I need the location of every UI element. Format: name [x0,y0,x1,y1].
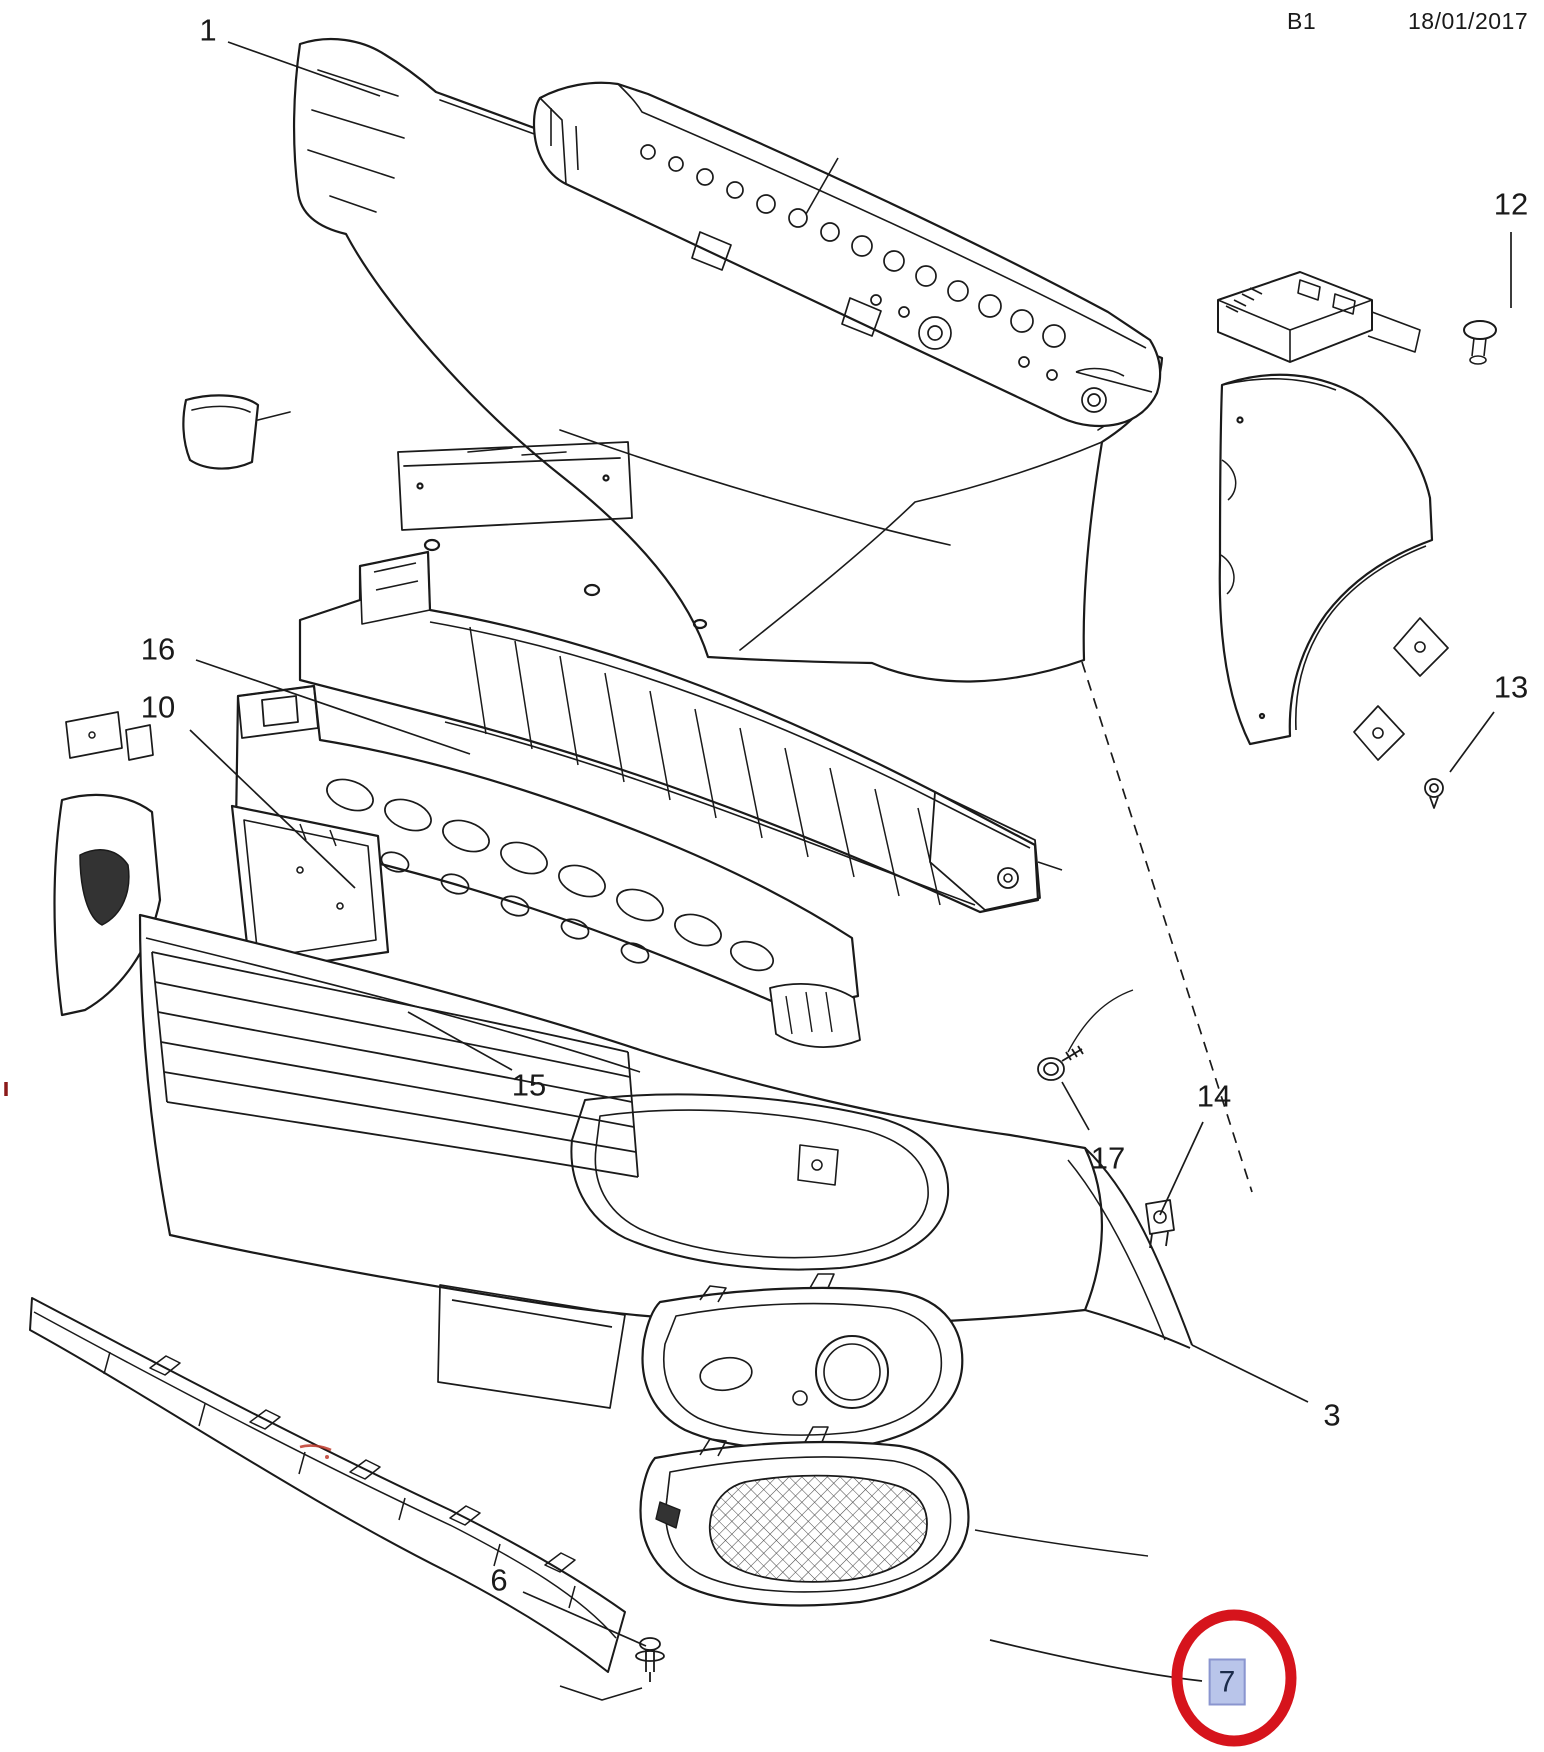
revision-date: 18/01/2017 [1408,8,1529,34]
red-annotation-marks [4,1082,332,1459]
part-label-15[interactable]: 15 [511,1067,547,1103]
part-label-1[interactable]: 1 [199,12,217,48]
sheet-code: B1 [1287,8,1317,34]
lower-trim-strip [29,1297,643,1701]
highlight-circle [1171,1609,1297,1747]
bolt-17 [1037,989,1134,1081]
lower-beam-16 [298,550,1063,914]
part-label-12[interactable]: 12 [1493,186,1529,222]
part-label-14[interactable]: 14 [1196,1078,1232,1114]
cover-plate-15 [230,804,390,974]
lower-fascia-grille [53,711,1193,1557]
screw-13 [1424,778,1444,809]
part-label-3[interactable]: 3 [1323,1397,1341,1433]
fender-panel [1218,373,1449,761]
push-pin-rivet [635,1637,665,1682]
fog-bezel-lower-part7 [639,1426,970,1607]
bumper-fascia-upper [182,38,1164,683]
part-label-6[interactable]: 6 [490,1562,508,1598]
part-label-7-highlighted[interactable]: 7 [1208,1658,1246,1706]
impact-bar [532,81,1162,428]
fog-bezel-upper [641,1273,964,1451]
part-label-17[interactable]: 17 [1090,1140,1126,1176]
part-label-16[interactable]: 16 [140,631,176,667]
fender-bracket-12 [1217,271,1497,365]
alignment-dashed-line [1081,661,1253,1193]
part-label-13[interactable]: 13 [1493,669,1529,705]
energy-absorber-10 [234,684,861,1049]
part-label-10[interactable]: 10 [140,689,176,725]
